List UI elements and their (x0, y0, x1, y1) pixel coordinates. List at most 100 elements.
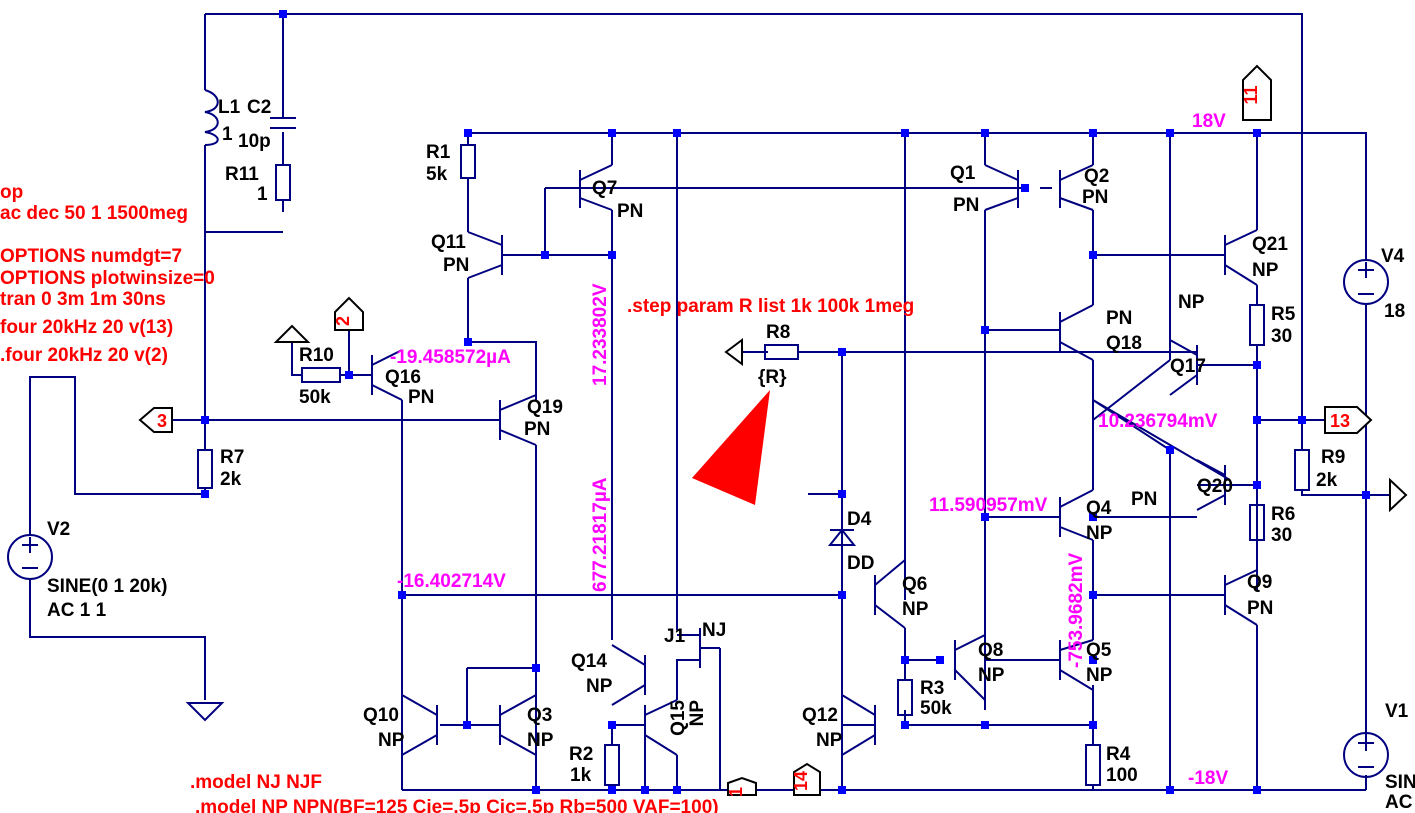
value-v2: SINE(0 1 20k) (47, 576, 167, 597)
label-c2: C2 (247, 97, 271, 118)
label-q20: Q20 (1197, 476, 1233, 497)
ground-symbol (185, 702, 225, 722)
label-d4: D4 (847, 509, 872, 530)
model-q14: NP (586, 676, 613, 697)
model-q18: PN (1106, 308, 1132, 329)
svg-text:2: 2 (333, 316, 353, 326)
resistor-r11[interactable] (275, 164, 291, 201)
transistor-q9[interactable] (1224, 569, 1258, 626)
net-flag-11[interactable]: 11 (1241, 64, 1272, 121)
label-r7: R7 (220, 447, 244, 468)
resistor-r1[interactable] (460, 144, 476, 179)
transistor-q3[interactable] (499, 694, 537, 756)
junction-nodes (201, 10, 1370, 794)
transistor-q4[interactable] (1059, 489, 1094, 541)
transistor-q1[interactable] (984, 164, 1019, 211)
resistor-r10[interactable] (301, 367, 341, 383)
resistor-r8[interactable] (764, 344, 799, 360)
label-q6: Q6 (902, 574, 927, 595)
ground-flag-r10 (273, 324, 311, 343)
voltage-source-v4[interactable] (1343, 259, 1389, 305)
diode-d4[interactable] (827, 528, 857, 546)
transistor-q2[interactable] (1059, 164, 1094, 211)
resistor-r7[interactable] (197, 449, 213, 489)
svg-text:14: 14 (791, 771, 811, 791)
label-r5: R5 (1271, 304, 1296, 325)
label-q21: Q21 (1252, 234, 1288, 255)
component-labels: L1 1 C2 10p R11 1 R1 5k Q7 PN Q11 PN Q1 … (47, 97, 1415, 813)
transistor-q21[interactable] (1224, 229, 1258, 286)
resistor-r6[interactable] (1249, 504, 1265, 541)
net-flag-2[interactable]: 2 (333, 296, 364, 331)
resistor-r9[interactable] (1294, 449, 1310, 491)
voltage-source-v1[interactable] (1343, 732, 1389, 778)
model-j1: NJ (702, 620, 726, 641)
transistor-q19[interactable] (499, 394, 537, 446)
net-flag-13[interactable]: 13 (1324, 406, 1373, 434)
model-q7: PN (617, 201, 643, 222)
annotation-v-q5: -753.9682mV (1066, 553, 1087, 668)
annotation-v-q4: 11.590957mV (929, 495, 1048, 516)
directive-numdgt: OPTIONS numdgt=7 (0, 246, 182, 267)
label-r2: R2 (569, 744, 593, 765)
net-flag-3[interactable]: 3 (138, 407, 173, 433)
value-v4: 18 (1384, 301, 1405, 322)
inductor-l1[interactable] (204, 89, 219, 146)
transistor-q11[interactable] (467, 231, 503, 279)
resistor-r5[interactable] (1249, 304, 1265, 346)
directive-four-2: .four 20kHz 20 v(2) (0, 345, 168, 366)
value-r3: 50k (920, 698, 952, 719)
svg-text:1: 1 (726, 787, 746, 797)
model-q9: PN (1247, 598, 1273, 619)
label-r9: R9 (1321, 447, 1345, 468)
directive-four-13: four 20kHz 20 v(13) (0, 317, 173, 338)
label-v2: V2 (47, 519, 70, 540)
transistor-q18[interactable] (1059, 304, 1094, 361)
value-r6: 30 (1271, 525, 1292, 546)
spice-directives[interactable]: op ac dec 50 1 1500meg OPTIONS numdgt=7 … (0, 182, 914, 813)
model-q1: PN (953, 195, 979, 216)
annotation-i-q14: 677.21817µA (590, 477, 611, 592)
transistor-q20[interactable] (1196, 459, 1226, 511)
capacitor-c2[interactable] (270, 117, 296, 129)
voltage-source-v2[interactable] (7, 534, 53, 580)
transistors (371, 164, 1258, 756)
transistor-q5[interactable] (1059, 639, 1094, 691)
net-flag-14[interactable]: 14 (791, 762, 821, 796)
ac-v1: AC (1385, 792, 1413, 813)
label-q8: Q8 (978, 640, 1003, 661)
model-q16: PN (408, 387, 434, 408)
annotation-v-base: -16.402714V (397, 571, 506, 592)
model-q21: NP (1252, 260, 1279, 281)
transistor-q6[interactable] (874, 559, 906, 629)
transistor-q14[interactable] (611, 644, 646, 706)
label-q4: Q4 (1086, 498, 1112, 519)
transistor-q17[interactable] (1169, 339, 1198, 396)
transistor-q7[interactable] (579, 164, 613, 211)
label-j1: J1 (664, 626, 686, 647)
transistor-q15[interactable] (644, 699, 678, 756)
label-v1: V1 (1385, 701, 1409, 722)
resistor-r2[interactable] (604, 744, 620, 786)
value-c2: 10p (238, 131, 271, 152)
label-vpos: 18V (1192, 111, 1226, 132)
jfet-j1[interactable] (676, 628, 701, 700)
transistor-q10[interactable] (401, 694, 438, 756)
model-q11: PN (443, 255, 469, 276)
label-q1: Q1 (950, 163, 976, 184)
directive-plotwinsize: OPTIONS plotwinsize=0 (0, 268, 215, 289)
transistor-q16[interactable] (371, 349, 403, 401)
resistor-r3[interactable] (897, 679, 913, 716)
probe-cursor-icon (692, 390, 770, 505)
label-q11: Q11 (431, 232, 466, 253)
net-flag-1[interactable]: 1 (726, 776, 757, 797)
transistor-q8[interactable] (954, 634, 986, 701)
label-vneg: -18V (1188, 768, 1228, 789)
value-r9: 2k (1316, 470, 1338, 491)
transistor-q12[interactable] (841, 694, 876, 756)
label-r11: R11 (225, 164, 259, 185)
value-r1: 5k (426, 164, 448, 185)
resistor-r4[interactable] (1085, 744, 1101, 786)
value-r7: 2k (220, 469, 242, 490)
